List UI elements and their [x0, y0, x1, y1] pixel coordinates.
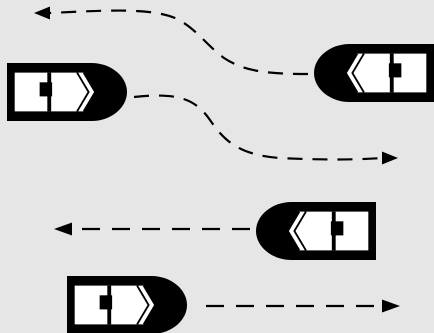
- arrowhead-right-icon: [382, 151, 398, 165]
- boat-4-icon: [65, 274, 189, 333]
- path-2-dashed-arrow: [133, 94, 398, 165]
- arrowhead-left-icon: [34, 6, 50, 20]
- arrowhead-right-icon: [382, 299, 400, 313]
- path-4-dashed-arrow: [206, 299, 400, 313]
- boat-2-icon: [312, 42, 434, 104]
- boat-3-icon: [254, 200, 378, 262]
- boat-1-icon: [5, 61, 129, 123]
- path-3-dashed-arrow: [54, 222, 250, 236]
- path-1-dashed-arrow: [34, 6, 309, 76]
- arrowhead-left-icon: [54, 222, 72, 236]
